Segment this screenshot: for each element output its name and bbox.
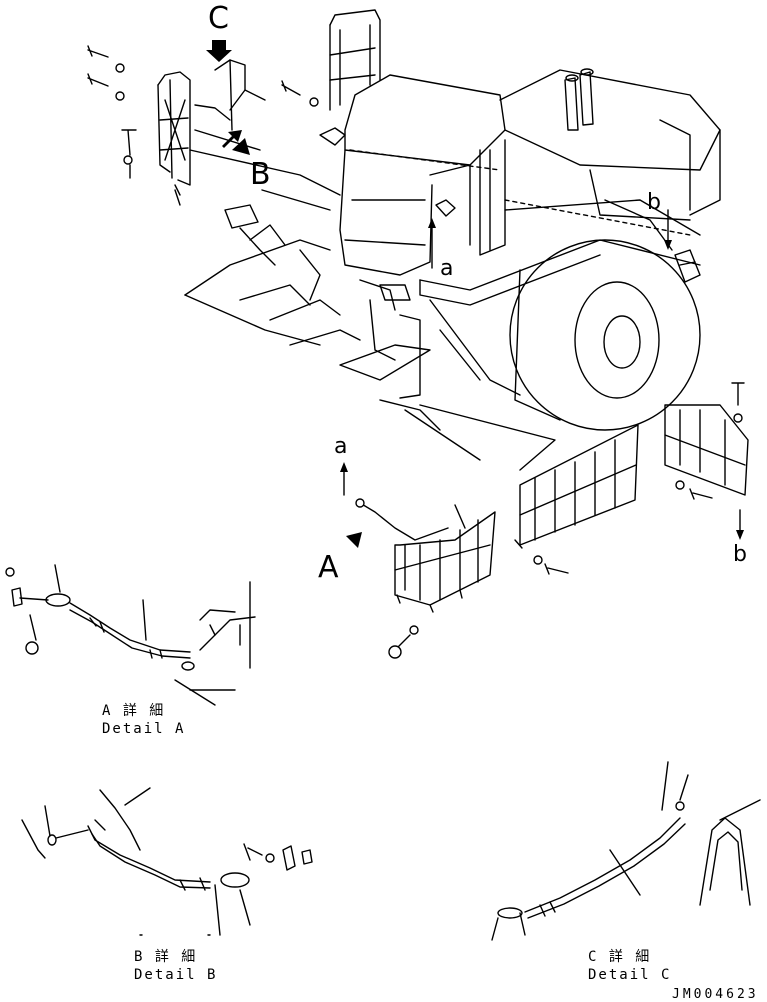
callout-arrows bbox=[206, 40, 744, 552]
detail-b-drawing bbox=[21, 787, 313, 936]
point-label-a-machine: a bbox=[440, 256, 454, 281]
detail-b-caption-en: Detail B bbox=[134, 967, 218, 983]
drawing-code: JM004623 bbox=[672, 987, 759, 1002]
detail-a-drawing bbox=[5, 564, 256, 706]
detail-c-caption-jp: C 詳 細 bbox=[588, 949, 652, 965]
callout-label-c: C bbox=[208, 1, 229, 36]
detail-b-caption-jp: B 詳 細 bbox=[134, 949, 198, 965]
detail-a-caption-jp: A 詳 細 bbox=[102, 703, 166, 719]
callout-label-a: A bbox=[318, 550, 339, 585]
detail-a-caption-en: Detail A bbox=[102, 721, 186, 737]
machine-body bbox=[184, 9, 721, 431]
point-label-a-lower: a bbox=[334, 434, 348, 459]
middle-handrail-assembly bbox=[355, 382, 749, 659]
point-label-b-lower: b bbox=[733, 542, 747, 567]
detail-c-caption-en: Detail C bbox=[588, 967, 672, 983]
detail-c-drawing bbox=[491, 761, 761, 941]
point-label-b-machine: b bbox=[647, 190, 661, 215]
callout-label-b: B bbox=[250, 157, 271, 192]
upper-left-handrail-assembly bbox=[87, 45, 341, 211]
